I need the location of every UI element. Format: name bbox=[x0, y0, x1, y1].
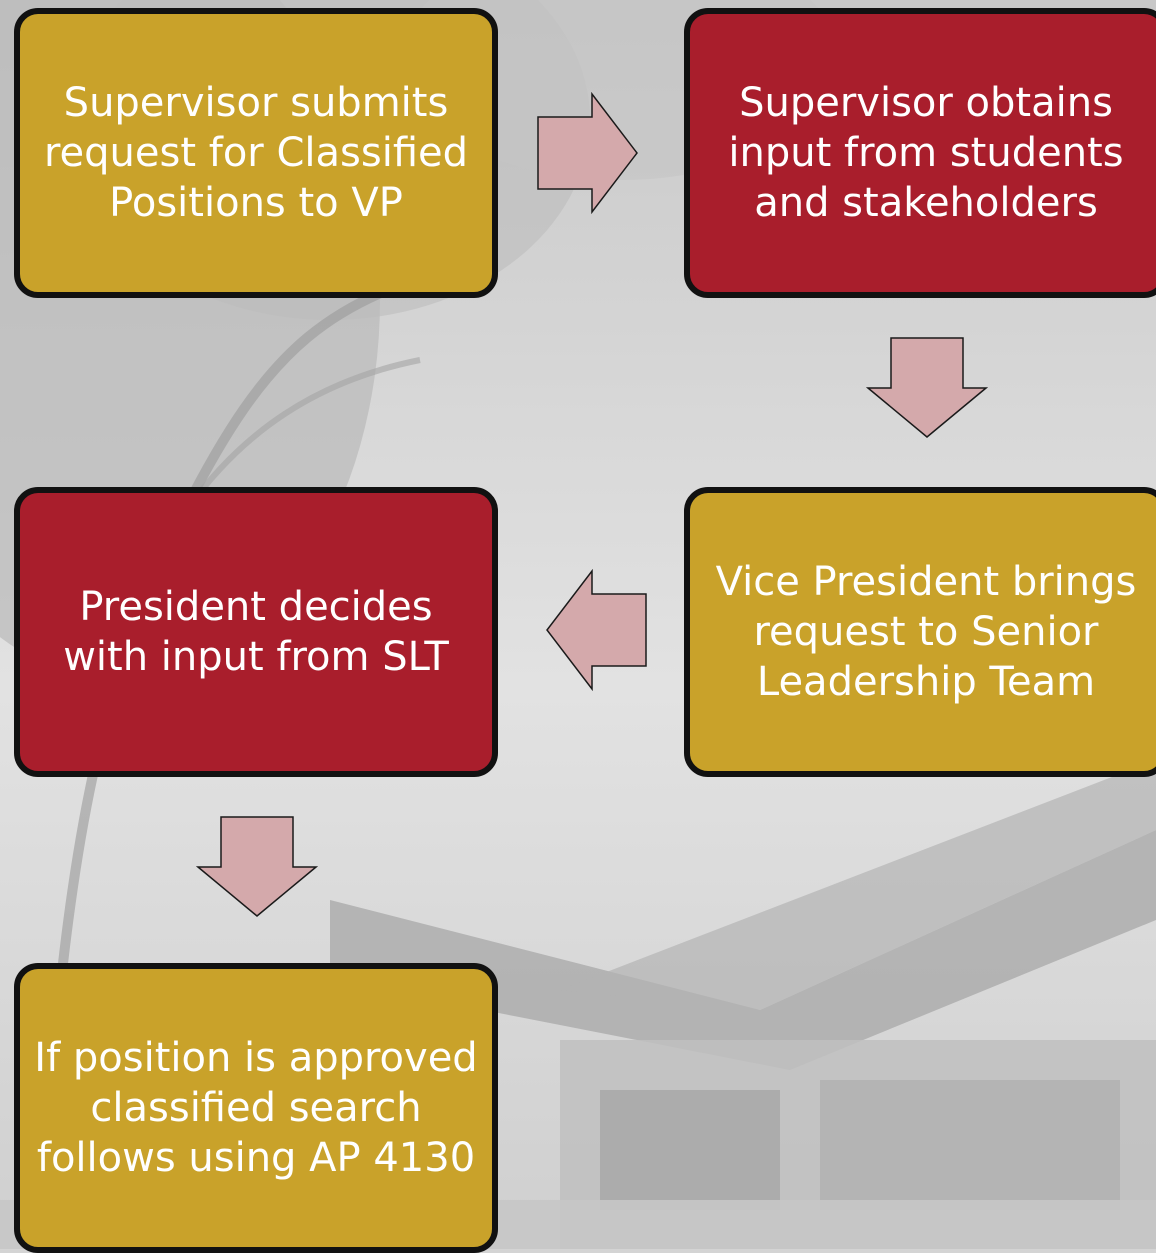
step-2-box: Supervisor obtains input from students a… bbox=[684, 8, 1156, 298]
arrow-down-icon bbox=[866, 337, 988, 438]
step-5-box: If position is approved classified searc… bbox=[14, 963, 498, 1253]
step-3-text: Vice President brings request to Senior … bbox=[715, 559, 1137, 705]
step-1-box: Supervisor submits request for Classifie… bbox=[14, 8, 498, 298]
step-4-box: President decides with input from SLT bbox=[14, 487, 498, 777]
arrow-down-icon bbox=[196, 816, 318, 917]
step-5-text: If position is approved classified searc… bbox=[34, 1035, 478, 1181]
step-1-text: Supervisor submits request for Classifie… bbox=[43, 80, 469, 226]
step-3-box: Vice President brings request to Senior … bbox=[684, 487, 1156, 777]
arrow-right-icon bbox=[537, 92, 638, 214]
step-2-text: Supervisor obtains input from students a… bbox=[728, 80, 1124, 226]
arrow-left-icon bbox=[546, 569, 647, 691]
step-4-text: President decides with input from SLT bbox=[63, 584, 449, 680]
